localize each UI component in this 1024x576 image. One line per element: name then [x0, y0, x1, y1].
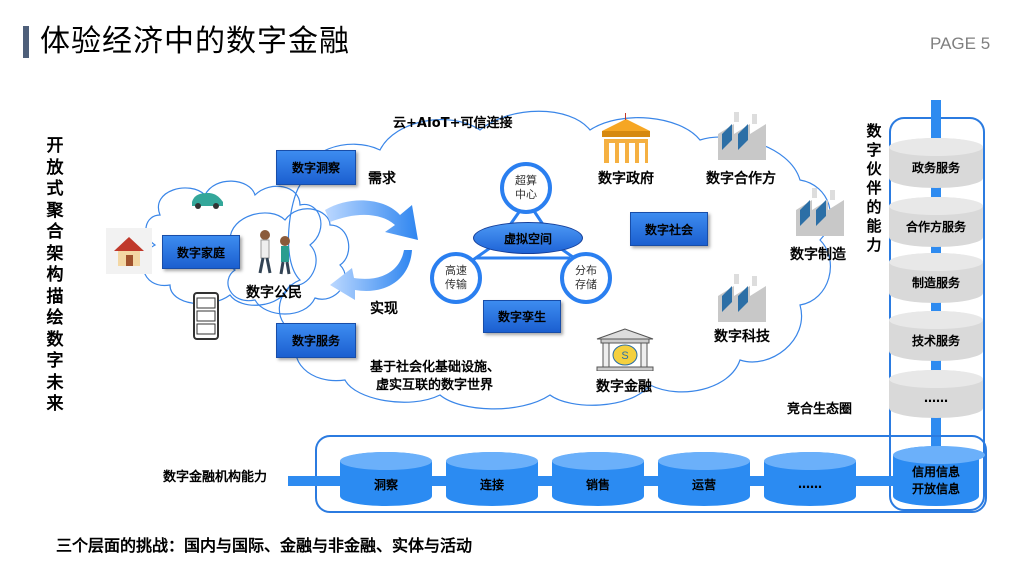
digital-twin-box: 数字孪生: [483, 300, 561, 333]
digital-home-box: 数字家庭: [162, 235, 240, 269]
fin-capability-label: 数字金融机构能力: [163, 470, 268, 485]
house-icon: [106, 228, 152, 274]
left-vertical-caption: 开放式聚合架构描绘数字未来: [46, 136, 64, 414]
svg-text:S: S: [621, 350, 628, 362]
vr-citizens-icon: [250, 226, 300, 276]
demand-arrow: [325, 200, 418, 240]
partner-capability-item: 技术服务: [889, 311, 983, 361]
storage-line2: 存储: [575, 278, 597, 291]
virtual-space-ellipse: 虚拟空间: [473, 222, 583, 254]
partner-capability-item: 制造服务: [889, 253, 983, 303]
digital-society-box: 数字社会: [630, 212, 708, 246]
digital-tech-label: 数字科技: [714, 329, 770, 345]
storage-line1: 分布: [575, 264, 597, 277]
partner-capability-item: ……: [889, 370, 983, 418]
supercomputing-line1: 超算: [515, 174, 537, 187]
infrastructure-caption: 云+AIoT+可信连接: [393, 116, 513, 131]
factory-icon-partner: [712, 108, 772, 164]
digital-partner-label: 数字合作方: [706, 171, 776, 187]
partner-capability-item: 合作方服务: [889, 197, 983, 247]
transfer-line2: 传输: [445, 278, 467, 291]
car-icon: [187, 182, 227, 217]
fin-capability-item: ……: [764, 452, 856, 506]
fin-capability-item: 运营: [658, 452, 750, 506]
partner-capability-label: 数字伙伴的能力: [866, 122, 882, 254]
supercomputing-line2: 中心: [515, 188, 537, 201]
open-info-line: 开放信息: [911, 482, 960, 496]
fin-capability-item: 销售: [552, 452, 644, 506]
digital-service-box: 数字服务: [276, 323, 356, 358]
digital-citizen-label: 数字公民: [246, 285, 302, 301]
demand-label: 需求: [368, 171, 396, 187]
ecosystem-label: 竞合生态圈: [787, 402, 853, 417]
partner-capability-item: 政务服务: [889, 138, 983, 188]
digital-insight-box: 数字洞察: [276, 150, 356, 185]
digital-finance-label: 数字金融: [596, 379, 652, 395]
fin-capability-item: 洞察: [340, 452, 432, 506]
digital-government-label: 数字政府: [598, 171, 654, 187]
high-speed-transfer-node: 高速传输: [430, 252, 482, 304]
page-number: PAGE 5: [930, 34, 991, 53]
title-accent-bar: [23, 26, 29, 58]
bank-coin-icon: S: [592, 326, 658, 372]
distributed-storage-node: 分布存储: [560, 252, 612, 304]
transfer-line1: 高速: [445, 264, 467, 277]
digital-manufacturing-label: 数字制造: [790, 247, 846, 263]
server-icon: [192, 292, 220, 340]
government-building-icon: [596, 112, 656, 166]
factory-icon-tech: [712, 270, 772, 326]
world-caption-line2: 虚实互联的数字世界: [376, 378, 494, 393]
fin-capability-item: 连接: [446, 452, 538, 506]
cloud-left: [142, 180, 322, 306]
page-title: 体验经济中的数字金融: [40, 24, 350, 59]
cloud-center: [278, 110, 831, 410]
world-caption-line1: 基于社会化基础设施、: [370, 360, 501, 375]
supercomputing-node: 超算中心: [500, 162, 552, 214]
factory-icon-manufacture: [790, 184, 850, 240]
credit-open-info-cylinder: 信用信息开放信息: [893, 446, 985, 506]
realize-label: 实现: [370, 301, 398, 317]
fin-row-frame: [315, 435, 987, 513]
credit-info-line: 信用信息: [911, 465, 960, 479]
footer-challenges: 三个层面的挑战：国内与国际、金融与非金融、实体与活动: [56, 536, 473, 555]
realize-arrow: [330, 250, 412, 300]
